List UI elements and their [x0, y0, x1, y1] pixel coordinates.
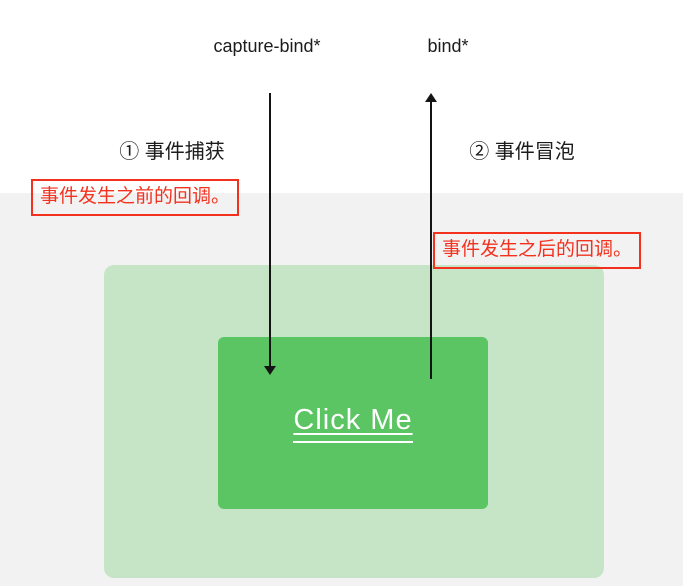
- bubble-arrow-up-icon: [425, 93, 437, 379]
- capture-phase-label: ① 事件捕获: [119, 141, 225, 163]
- click-me-link[interactable]: Click Me: [293, 404, 413, 443]
- bubble-arrowhead: [425, 93, 437, 102]
- capture-arrow-down-icon: [264, 93, 276, 375]
- bubble-arrow-line: [430, 101, 432, 379]
- bind-label: bind*: [427, 36, 469, 56]
- bubble-phase-label: ② 事件冒泡: [469, 141, 575, 163]
- capture-arrow-line: [269, 93, 271, 366]
- capture-arrowhead: [264, 366, 276, 375]
- before-callback-note: 事件发生之前的回调。: [31, 179, 240, 216]
- capture-bind-label: capture-bind*: [213, 36, 321, 56]
- inner-view-box: Click Me: [218, 337, 488, 509]
- after-callback-note: 事件发生之后的回调。: [433, 232, 642, 269]
